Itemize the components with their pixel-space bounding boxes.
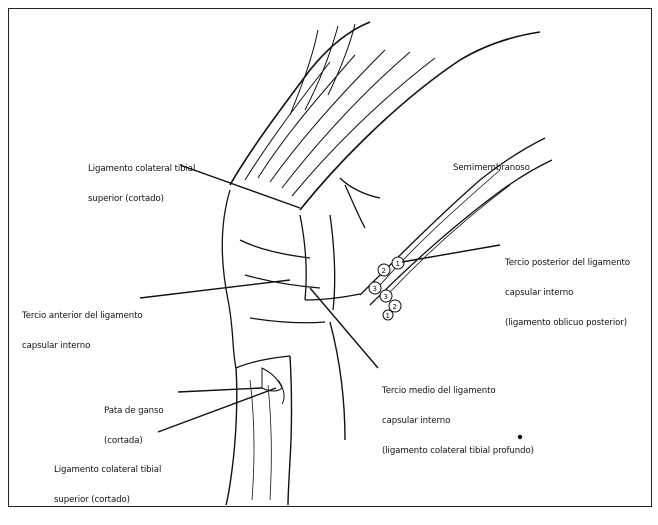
leader-tercio-anterior bbox=[140, 280, 290, 298]
marker-3-left-text: 3 bbox=[373, 285, 377, 293]
leader-tercio-posterior bbox=[402, 245, 500, 262]
label-tercio-posterior: Tercio posterior del ligamento capsular … bbox=[505, 238, 630, 348]
label-line: Tercio anterior del ligamento bbox=[22, 311, 143, 321]
label-line: superior (cortado) bbox=[88, 194, 195, 204]
label-line: capsular interno bbox=[505, 288, 630, 298]
label-line: superior (cortado) bbox=[54, 495, 161, 505]
label-line: Tercio medio del ligamento bbox=[382, 386, 534, 396]
label-tercio-medio: Tercio medio del ligamento capsular inte… bbox=[382, 366, 534, 476]
label-line: (ligamento oblicuo posterior) bbox=[505, 318, 630, 328]
label-line: Semimembranoso bbox=[453, 163, 530, 173]
marker-1-bottom-text: 1 bbox=[386, 312, 390, 320]
label-line: Ligamento colateral tibial bbox=[54, 465, 161, 475]
pes-anserinus bbox=[262, 368, 284, 404]
label-line: capsular interno bbox=[382, 416, 534, 426]
leader-tercio-medio bbox=[310, 288, 378, 368]
marker-1-top-text: 1 bbox=[396, 260, 400, 268]
label-tercio-anterior: Tercio anterior del ligamento capsular i… bbox=[22, 291, 143, 371]
label-semimembranoso: Semimembranoso bbox=[453, 143, 530, 193]
leader-lig-col-sup-top bbox=[180, 165, 300, 208]
label-line: Pata de ganso bbox=[104, 406, 164, 416]
anatomy-figure: 1 2 3 3 2 1 Ligamento colateral tibial s… bbox=[0, 0, 658, 511]
marker-2-bottom-text: 2 bbox=[393, 303, 397, 311]
label-lig-col-sup-top: Ligamento colateral tibial superior (cor… bbox=[88, 144, 195, 224]
label-line: Ligamento colateral tibial bbox=[88, 164, 195, 174]
label-line: capsular interno bbox=[22, 341, 143, 351]
tibia bbox=[226, 322, 345, 505]
label-lig-col-sup-bottom: Ligamento colateral tibial superior (cor… bbox=[54, 445, 161, 525]
leader-lig-col-sup-bottom bbox=[158, 388, 276, 432]
label-line: (ligamento colateral tibial profundo) bbox=[382, 446, 534, 456]
marker-2-top-text: 2 bbox=[382, 267, 386, 275]
knee-capsule bbox=[222, 178, 380, 368]
marker-3-right-text: 3 bbox=[384, 293, 388, 301]
label-line: Tercio posterior del ligamento bbox=[505, 258, 630, 268]
leader-pata-ganso bbox=[178, 388, 262, 392]
